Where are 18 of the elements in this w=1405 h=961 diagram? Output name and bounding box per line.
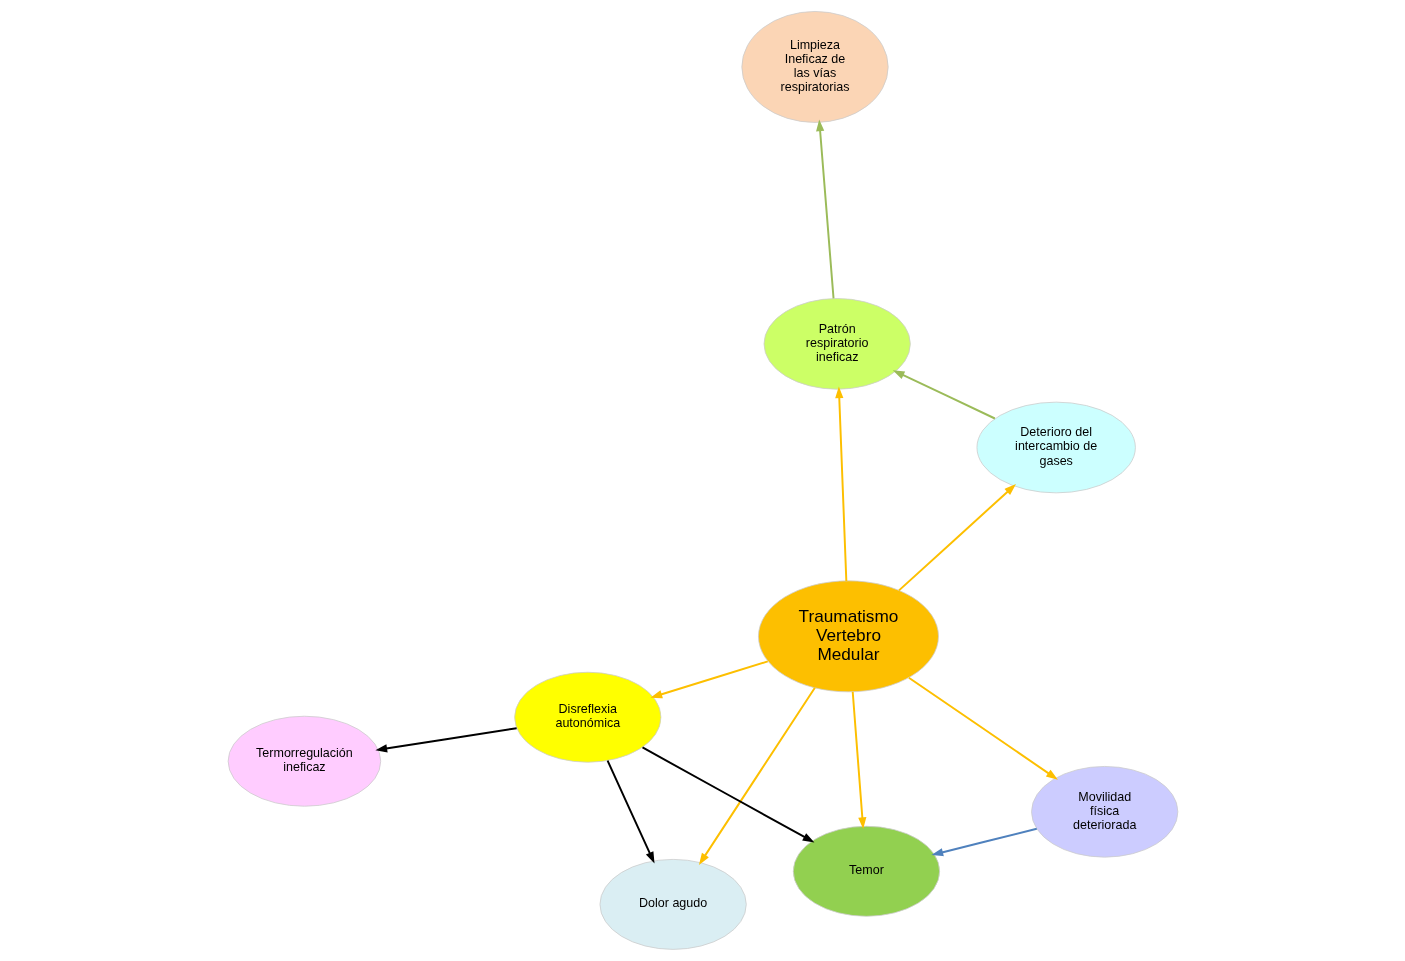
node-ellipse: Temor [792,825,940,917]
arrow [851,690,866,830]
arrow [374,727,518,753]
arrow [815,119,834,300]
arrow [834,386,847,582]
arrow [897,484,1016,592]
node-ellipse: Dolor agudo [599,859,747,950]
arrow [606,759,654,864]
node-ellipse: Termorregulación ineficaz [227,715,381,807]
arrow [930,827,1038,857]
arrow [907,676,1058,780]
node-ellipse: Patrón respiratorio ineficaz [763,298,911,390]
arrow [641,746,814,843]
node-ellipse: Limpieza Ineficaz de las vías respiratorias [740,11,889,123]
arrow [892,370,996,420]
node-ellipse: Traumatismo Vertebro Medular [757,580,939,693]
arrow [649,660,769,699]
arrow [698,686,816,865]
